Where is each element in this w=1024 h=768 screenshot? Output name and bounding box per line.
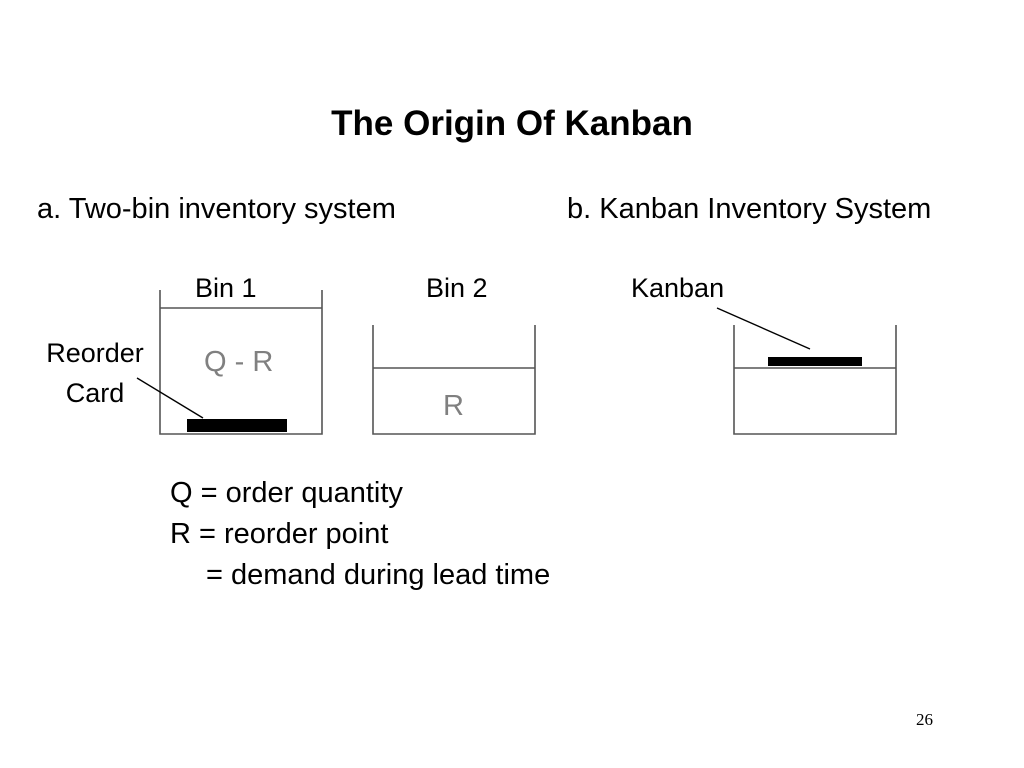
bin-1 (159, 290, 323, 435)
kanban-label: Kanban (631, 273, 725, 303)
kanban-bin (733, 325, 897, 435)
kanban-card-shape (768, 357, 862, 366)
bin-2-contents: R (443, 390, 464, 422)
bin-1-contents: Q - R (204, 346, 274, 378)
reorder-card-shape (187, 419, 287, 432)
bin-2-outline (372, 325, 536, 435)
section-b-heading: b. Kanban Inventory System (567, 193, 932, 225)
page-number: 26 (916, 710, 933, 729)
reorder-card-pointer (136, 377, 204, 419)
bin-2-label: Bin 2 (426, 273, 488, 303)
section-a-heading: a. Two-bin inventory system (37, 193, 396, 225)
legend-r-definition: R = reorder point (170, 518, 389, 550)
reorder-card-label: Reorder Card (46, 338, 144, 408)
bin-1-outline (159, 290, 323, 435)
legend-q-definition: Q = order quantity (170, 477, 403, 509)
kanban-bin-outline (733, 325, 897, 435)
bin-2 (372, 325, 536, 435)
kanban-pointer (716, 307, 811, 350)
slide-title: The Origin Of Kanban (331, 104, 693, 143)
bin-1-label: Bin 1 (195, 273, 257, 303)
legend-r-definition-continued: = demand during lead time (206, 559, 551, 591)
